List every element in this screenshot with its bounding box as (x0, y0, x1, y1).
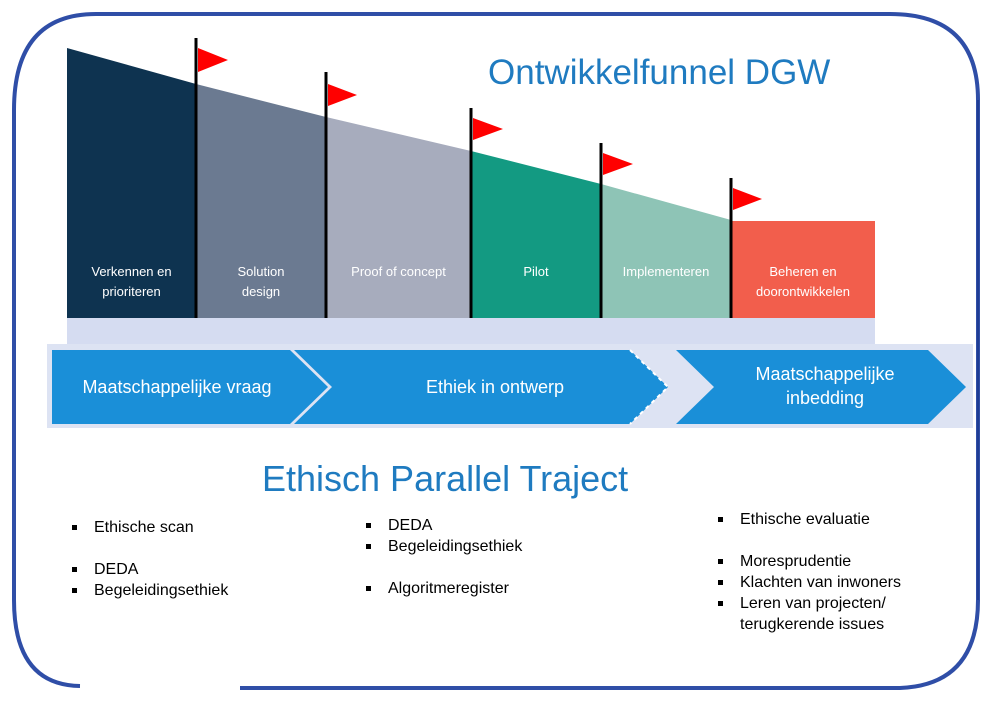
flag-4 (599, 143, 633, 318)
flag-5 (729, 178, 762, 318)
phase-segment-6 (731, 221, 875, 318)
trajectory-title: Ethisch Parallel Traject (262, 458, 629, 499)
phase-segment-2 (196, 84, 326, 318)
trajectory-item: Begeleidingsethiek (364, 536, 604, 557)
phase-segment-1 (67, 48, 196, 318)
flag-2 (324, 72, 357, 318)
phase-label-4: Pilot (523, 264, 549, 279)
trajectory-item: DEDA (70, 559, 310, 580)
phase-label-2: Solution design (237, 264, 285, 299)
phase-segment-5 (601, 184, 731, 318)
process-step-3-label: Maatschappelijke inbedding (755, 364, 895, 408)
frame-outline-left (12, 12, 97, 688)
process-step-2-label: Ethiek in ontwerp (425, 377, 565, 397)
phase-label-1: Verkennen en prioriteren (91, 264, 172, 299)
trajectory-item: Begeleidingsethiek (70, 580, 310, 601)
phase-label-5: Implementeren (622, 264, 710, 279)
process-step-2-shape (294, 350, 668, 424)
phase-segment-3 (326, 117, 471, 318)
flag-3 (469, 108, 503, 318)
process-dashed-divider (629, 349, 670, 425)
funnel-base-band (67, 318, 875, 346)
trajectory-item: Klachten van inwoners (716, 572, 956, 593)
trajectory-item: Ethische evaluatie (716, 509, 956, 530)
phase-label-6: Beheren en doorontwikkelen (756, 264, 850, 299)
trajectory-column-3: Ethische evaluatie Moresprudentie Klacht… (716, 509, 956, 635)
trajectory-column-1: Ethische scan DEDA Begeleidingsethiek (70, 517, 310, 601)
process-step-3-shape (676, 350, 966, 424)
process-step-1-label: Maatschappelijke vraag (82, 377, 272, 397)
trajectory-item: Ethische scan (70, 517, 310, 538)
trajectory-item: Moresprudentie (716, 551, 956, 572)
phase-label-3: Proof of concept (351, 264, 446, 279)
trajectory-item: Leren van projecten/ terugkerende issues (716, 593, 956, 635)
trajectory-item: Algoritmeregister (364, 578, 604, 599)
flag-1 (194, 38, 228, 318)
process-step-1-shape (52, 350, 328, 424)
trajectory-item: DEDA (364, 515, 604, 536)
trajectory-column-2: DEDA Begeleidingsethiek Algoritmeregiste… (364, 515, 604, 599)
funnel-title: Ontwikkelfunnel DGW (488, 53, 831, 92)
phase-segment-4 (471, 151, 601, 318)
